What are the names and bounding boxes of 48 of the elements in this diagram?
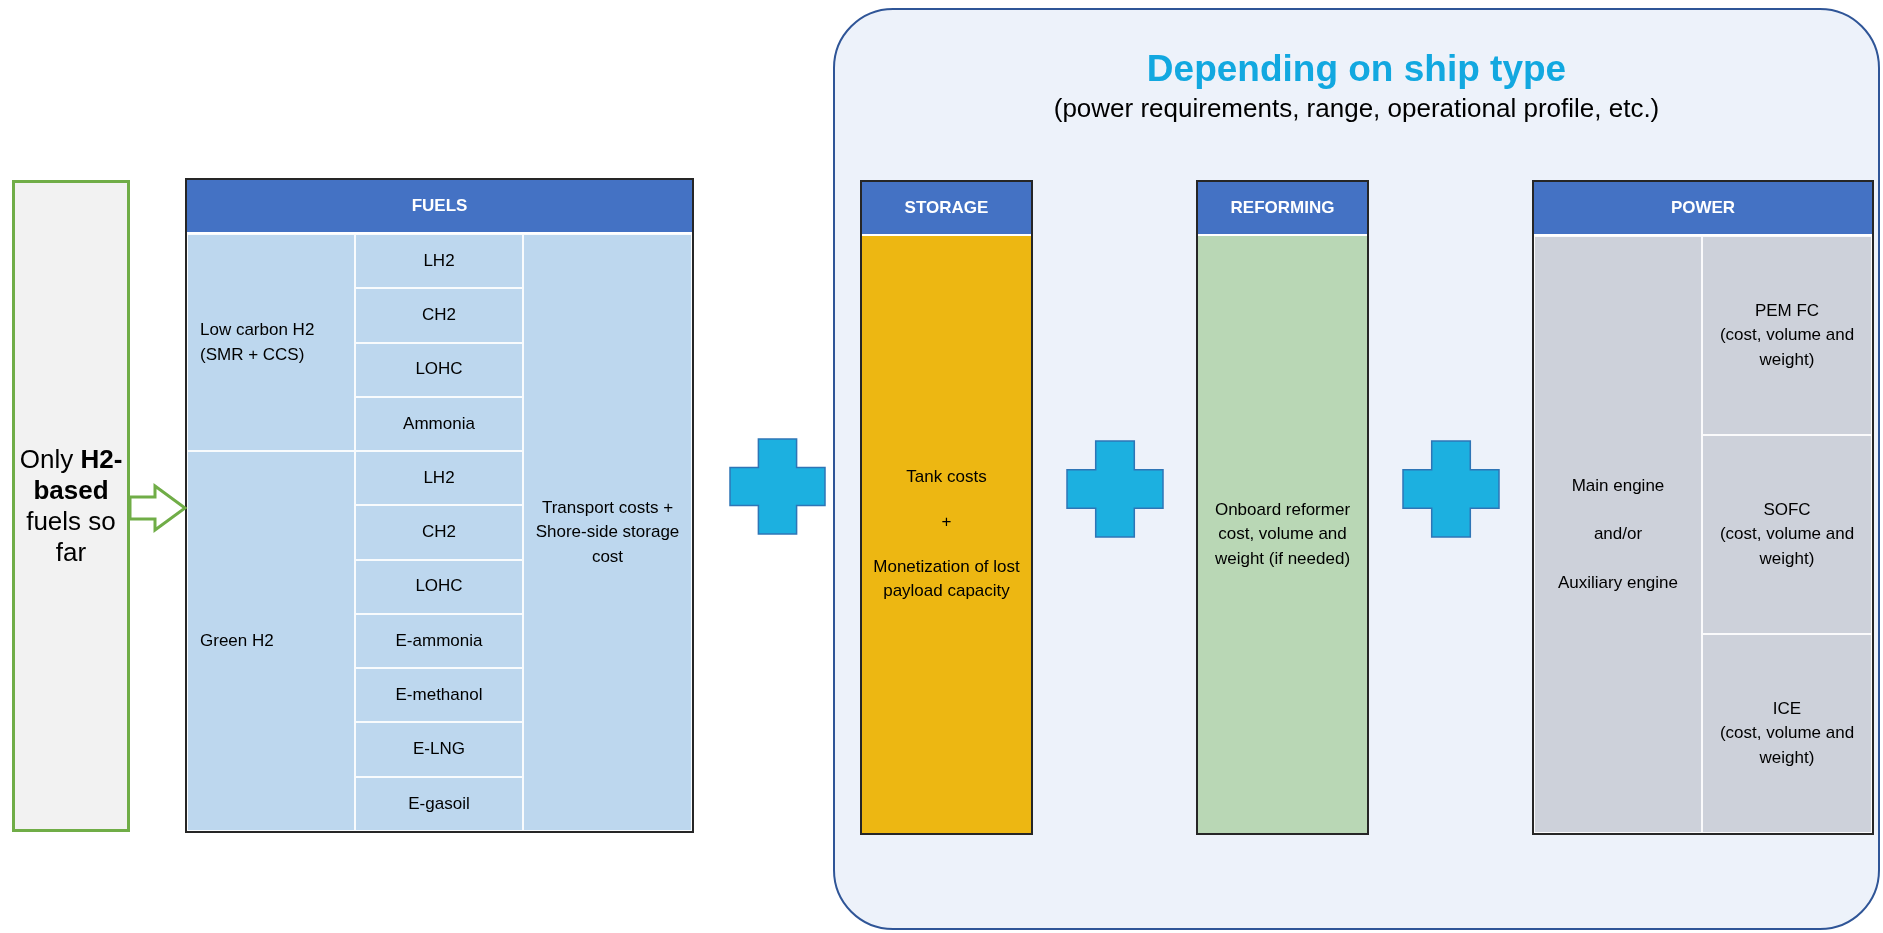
cell-text: (cost, volume and weight) — [1718, 523, 1856, 570]
table-cell — [1702, 236, 1872, 435]
plus-sign — [1066, 440, 1164, 538]
table-cell: Transport costs + Shore-side storage cost — [523, 234, 692, 831]
table-cell: Green H2 — [187, 451, 355, 831]
cell-text: Main engine — [1571, 474, 1665, 497]
table-cell: E-gasoil — [355, 776, 523, 831]
table-cell: Ammonia — [355, 396, 523, 452]
table-cell — [1534, 236, 1702, 833]
panel-subtitle: (power requirements, range, operational profile, etc.) — [1053, 92, 1660, 125]
storage-column — [862, 182, 1031, 833]
table-cell: LH2 — [355, 451, 523, 506]
table-cell: LOHC — [355, 342, 523, 397]
cell-text: PEM FC — [1754, 299, 1820, 322]
table-header: STORAGE — [862, 182, 1031, 236]
table-cell: CH2 — [355, 288, 523, 343]
column-text: Monetization of lost payload capacity — [872, 555, 1021, 603]
cell-text: (cost, volume and weight) — [1718, 324, 1856, 371]
plus-sign — [1402, 440, 1500, 538]
table-cell: E-LNG — [355, 722, 523, 777]
panel-title: Depending on ship type — [1146, 47, 1567, 91]
table-cell: LOHC — [355, 559, 523, 614]
note-text: Only H2-based fuels so far — [19, 443, 123, 569]
cell-text: Auxiliary engine — [1558, 571, 1678, 594]
cell-text: and/or — [1593, 523, 1643, 546]
table-cell: E-ammonia — [355, 613, 523, 669]
reforming-column — [1198, 182, 1367, 833]
column-text: + — [941, 510, 952, 533]
table-header: FUELS — [187, 180, 692, 234]
column-text: Tank costs — [906, 466, 987, 489]
table-cell: LH2 — [355, 234, 523, 289]
cell-text: SOFC — [1763, 498, 1811, 521]
table-cell — [1702, 634, 1872, 833]
table-cell: CH2 — [355, 505, 523, 560]
column-text: Onboard reformer cost, volume and weight (if needed) — [1213, 498, 1352, 570]
plus-sign — [729, 438, 826, 535]
note-box — [12, 180, 130, 832]
table-cell — [1702, 435, 1872, 634]
table-cell: Low carbon H2 (SMR + CCS) — [187, 234, 355, 452]
table-header: REFORMING — [1198, 182, 1367, 236]
power-table — [1534, 182, 1872, 833]
table-cell: E-methanol — [355, 668, 523, 723]
cell-text: (cost, volume and weight) — [1718, 722, 1856, 769]
block-arrow — [128, 483, 188, 533]
cell-text: ICE — [1772, 697, 1802, 720]
table-header: POWER — [1534, 182, 1872, 236]
fuels-table — [187, 180, 692, 831]
rounded-panel — [833, 8, 1880, 930]
